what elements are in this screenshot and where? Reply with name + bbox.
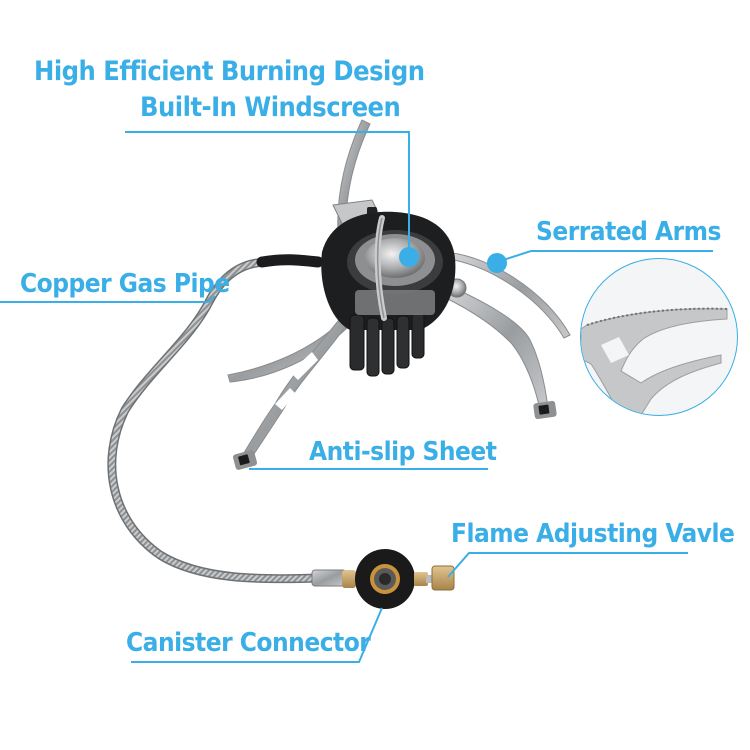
callout-windscreen: Built-In Windscreen	[140, 92, 401, 123]
canister-connector	[342, 549, 432, 609]
callout-flame-valve: Flame Adjusting Vavle	[451, 519, 735, 549]
copper-gas-pipe	[107, 254, 347, 587]
flame-adjusting-valve	[431, 565, 455, 591]
windscreen-body	[321, 211, 456, 377]
callout-copper-gas-pipe: Copper Gas Pipe	[20, 269, 230, 299]
serrated-arm-left	[227, 315, 351, 470]
windscreen-dot	[399, 247, 419, 267]
serrated-dot	[487, 253, 507, 273]
callout-lines	[0, 131, 713, 663]
serrated-arm-closeup	[581, 307, 728, 415]
callout-anti-slip-sheet: Anti-slip Sheet	[309, 437, 497, 467]
callout-burning-design: High Efficient Burning Design	[34, 56, 425, 87]
callout-canister-connector: Canister Connector	[126, 628, 371, 658]
serrated-arm-right	[445, 252, 571, 420]
callout-serrated-arms: Serrated Arms	[536, 217, 721, 247]
serrated-arm-detail-inset	[580, 258, 738, 416]
